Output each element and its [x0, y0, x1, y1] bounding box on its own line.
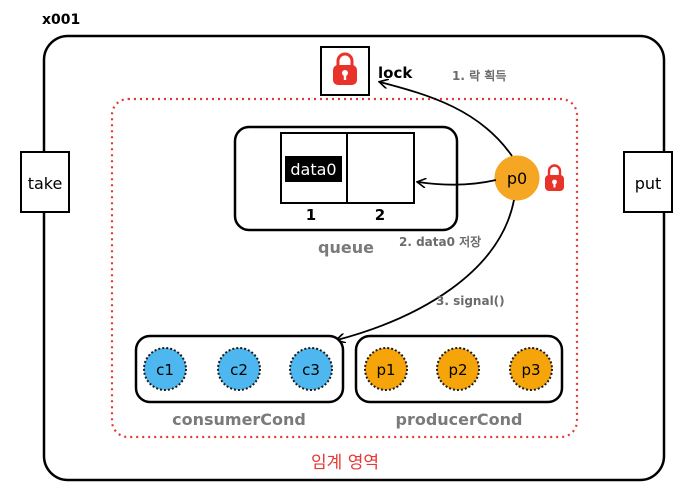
consumer-cond-label: consumerCond — [172, 410, 306, 429]
queue-slot-1-fill — [285, 156, 342, 182]
thread-p1-label: p1 — [376, 361, 395, 379]
thread-c1-label: c1 — [156, 361, 174, 379]
object-id-label: x001 — [42, 12, 80, 28]
object-box — [42, 34, 666, 482]
queue-index-2: 2 — [375, 206, 385, 224]
thread-c3-label: c3 — [302, 361, 320, 379]
arrow-store-data — [418, 180, 497, 185]
lock-box — [320, 46, 370, 96]
consumer-threads: c1 c2 c3 — [143, 347, 333, 391]
thread-c1 — [143, 347, 187, 391]
arrow-acquire-lock — [380, 82, 513, 157]
queue-slot-1-value: data0 — [290, 160, 336, 179]
thread-c3 — [289, 347, 333, 391]
step-1-label: 1. 락 획득 — [452, 68, 506, 83]
step-3-label: 3. signal() — [436, 294, 505, 308]
arrow-signal — [337, 199, 515, 340]
thread-p0-label: p0 — [507, 169, 527, 188]
thread-p1 — [364, 347, 408, 391]
thread-p0 — [494, 155, 540, 201]
critical-section-label: 임계 영역 — [311, 453, 379, 473]
p0-lock-icon — [545, 164, 564, 191]
producer-cond-label: producerCond — [396, 410, 523, 429]
thread-c2 — [217, 347, 261, 391]
critical-section-border — [110, 97, 579, 439]
queue-index-1: 1 — [306, 206, 316, 224]
thread-p3-label: p3 — [521, 361, 540, 379]
queue-label: queue — [318, 238, 374, 257]
producer-threads: p1 p2 p3 — [364, 347, 553, 391]
put-method-label: put — [635, 174, 662, 193]
thread-p2-label: p2 — [448, 361, 467, 379]
lock-label: lock — [378, 64, 413, 82]
take-method-label: take — [28, 174, 63, 193]
thread-p3 — [509, 347, 553, 391]
lock-icon — [333, 52, 357, 85]
put-method-box — [623, 151, 673, 213]
thread-p2 — [436, 347, 480, 391]
thread-c2-label: c2 — [230, 361, 248, 379]
take-method-box — [20, 151, 70, 213]
step-2-label: 2. data0 저장 — [399, 234, 481, 249]
